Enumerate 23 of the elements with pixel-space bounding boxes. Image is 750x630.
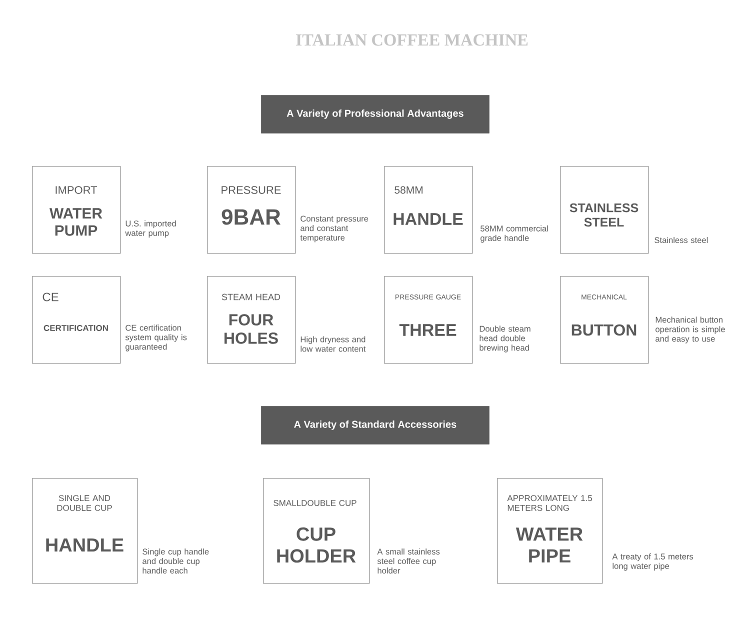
feature-box: 58MM HANDLE	[384, 166, 473, 254]
description-text: Constant pressure and constant temperature	[300, 216, 368, 242]
description-text: A small stainless steel coffee cup holder	[377, 548, 440, 574]
feature-box: STEAM HEAD FOUR HOLES	[207, 276, 296, 364]
feature-box: CE CERTIFICATION	[32, 276, 121, 364]
feature-box: STAINLESS STEEL	[560, 166, 649, 254]
title: ITALIAN COFFEE MACHINE	[296, 34, 528, 46]
description-text: 58MM commercial grade handle	[480, 225, 548, 243]
feature-box: SMALLDOUBLE CUP CUP HOLDER	[263, 478, 370, 584]
feature-box: APPROXIMATELY 1.5 METERS LONG WATER PIPE	[497, 478, 603, 584]
feature-box: PRESSURE 9BAR	[207, 166, 296, 254]
description-text: CE certification system quality is guaranteed	[125, 324, 187, 352]
description-text: A treaty of 1.5 meters long water pipe	[612, 553, 694, 571]
description-text: Stainless steel	[654, 236, 708, 244]
description-text: U.S. imported water pump	[125, 220, 176, 238]
description-text: Double steam head double brewing head	[480, 326, 530, 352]
section-banner: A Variety of Standard Accessories	[261, 406, 490, 444]
description-text: Mechanical button operation is simple and easy to use	[656, 316, 725, 344]
description-text: High dryness and low water content	[300, 336, 366, 352]
feature-box: SINGLE AND DOUBLE CUP HANDLE	[32, 478, 138, 584]
section-banner: A Variety of Professional Advantages	[261, 95, 490, 134]
description-text: Single cup handle and double cup handle each	[142, 548, 209, 574]
feature-box: IMPORT WATER PUMP	[32, 166, 121, 254]
